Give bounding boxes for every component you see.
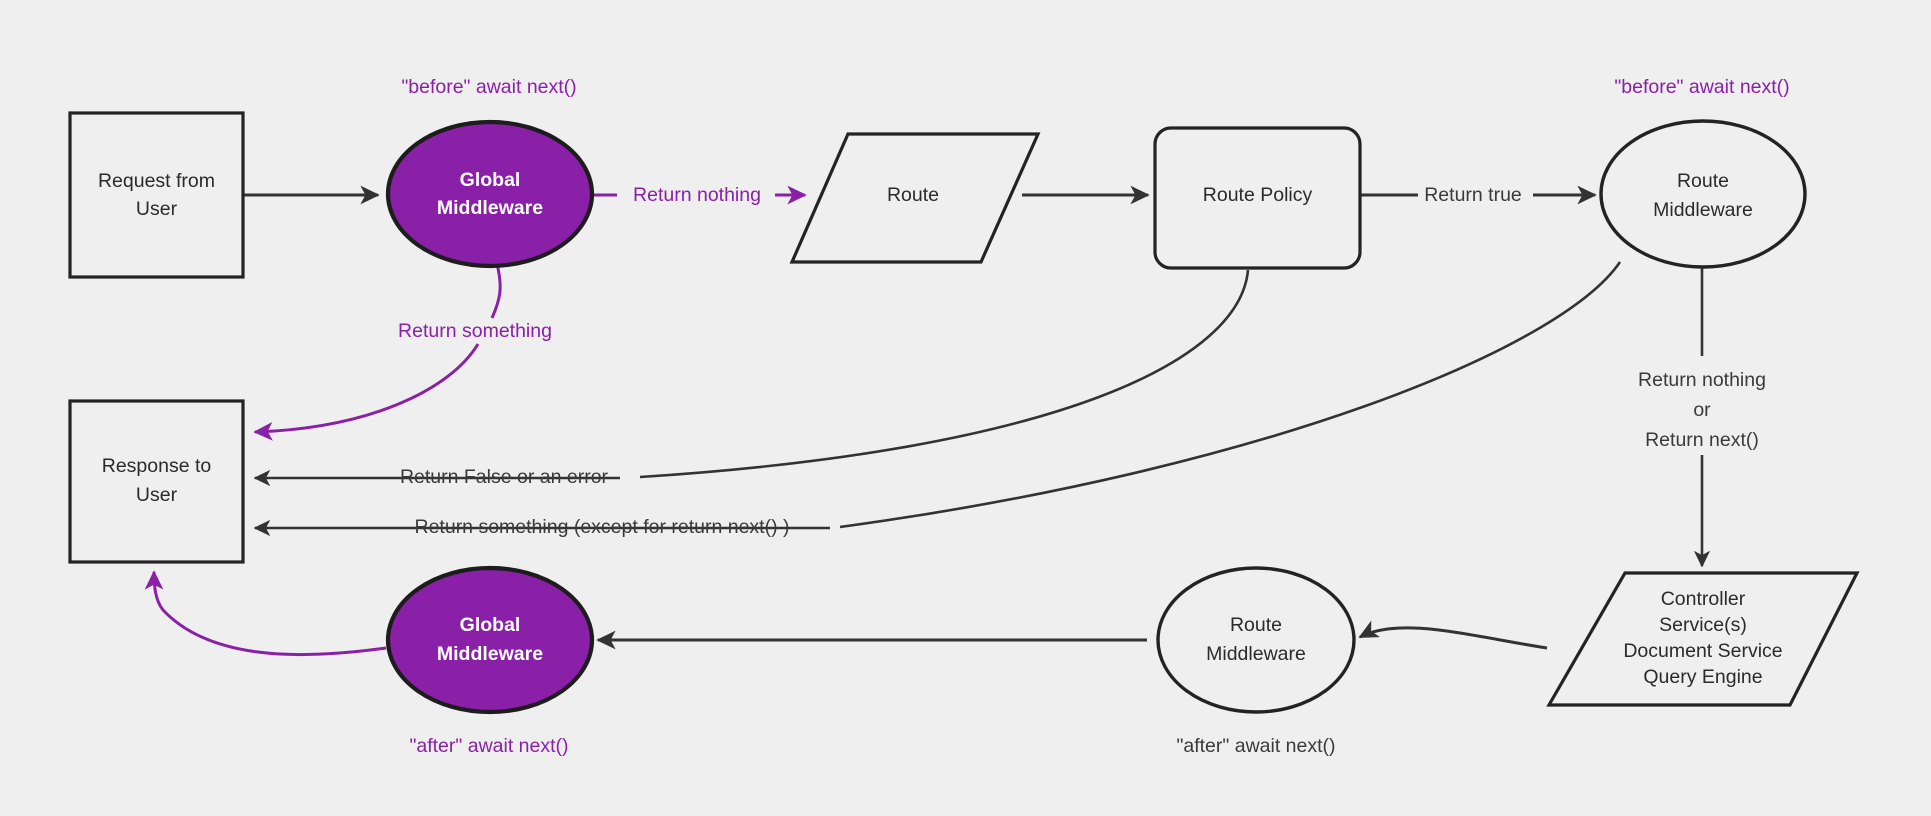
node-route-policy-label: Route Policy bbox=[1203, 184, 1313, 206]
node-controller-stack-label-line2: Service(s) bbox=[1659, 614, 1747, 636]
edge-global-return-something-stub bbox=[490, 263, 502, 319]
edge-label-return-false-or-error: Return False or an error bbox=[400, 466, 609, 488]
annotation-before-await-next-global: "before" await next() bbox=[401, 76, 576, 98]
node-route-middleware-after-label-line1: Route bbox=[1230, 614, 1282, 636]
node-route-middleware-before[interactable]: Route Middleware bbox=[1599, 119, 1807, 269]
node-route-middleware-before-label-line2: Middleware bbox=[1653, 199, 1753, 221]
node-route-middleware-after[interactable]: Route Middleware bbox=[1156, 566, 1356, 714]
node-controller-stack-label-line4: Query Engine bbox=[1643, 666, 1762, 688]
node-controller-stack[interactable]: Controller Service(s) Document Service Q… bbox=[1546, 571, 1860, 707]
node-global-middleware-before[interactable]: Global Middleware bbox=[385, 119, 595, 269]
node-route-middleware-before-label-line1: Route bbox=[1677, 170, 1729, 192]
annotation-before-await-next-route: "before" await next() bbox=[1614, 76, 1789, 98]
edge-label-route-mw-return-nothing: Return nothing bbox=[1638, 369, 1766, 391]
node-request-from-user-label-line2: User bbox=[136, 198, 178, 220]
node-response-to-user-label-line2: User bbox=[136, 484, 178, 506]
annotation-after-await-next-global: "after" await next() bbox=[409, 735, 568, 757]
node-global-middleware-before-label-line2: Middleware bbox=[437, 197, 543, 219]
node-controller-stack-label-line1: Controller bbox=[1661, 588, 1746, 610]
edge-route-policy-to-response-curve bbox=[639, 269, 1250, 479]
node-global-middleware-after[interactable]: Global Middleware bbox=[385, 565, 595, 715]
edge-global-after-to-response bbox=[144, 570, 387, 657]
edge-label-route-mw-or: or bbox=[1693, 399, 1711, 421]
node-global-middleware-before-label-line1: Global bbox=[460, 169, 521, 191]
node-response-to-user-label-line1: Response to bbox=[102, 455, 212, 477]
node-route-policy[interactable]: Route Policy bbox=[1153, 126, 1362, 270]
edge-route-middleware-to-response-curve bbox=[839, 261, 1622, 529]
node-request-from-user[interactable]: Request from User bbox=[68, 111, 245, 279]
edge-return-something-to-response bbox=[253, 343, 480, 441]
edge-label-return-something-global: Return something bbox=[398, 320, 552, 342]
edge-label-route-mw-return-next: Return next() bbox=[1645, 429, 1759, 451]
edge-label-return-nothing: Return nothing bbox=[633, 184, 761, 206]
node-route-label: Route bbox=[887, 184, 939, 206]
node-route-middleware-after-label-line2: Middleware bbox=[1206, 643, 1306, 665]
node-request-from-user-label-line1: Request from bbox=[98, 170, 215, 192]
node-global-middleware-after-label-line1: Global bbox=[460, 614, 521, 636]
node-controller-stack-label-line3: Document Service bbox=[1623, 640, 1782, 662]
node-response-to-user[interactable]: Response to User bbox=[68, 399, 245, 564]
node-global-middleware-after-label-line2: Middleware bbox=[437, 643, 543, 665]
annotation-after-await-next-route: "after" await next() bbox=[1176, 735, 1335, 757]
node-route[interactable]: Route bbox=[789, 132, 1041, 264]
edge-label-return-true: Return true bbox=[1424, 184, 1522, 206]
edge-label-return-something-except-next: Return something (except for return next… bbox=[415, 516, 790, 538]
edge-controller-to-route-middleware-after bbox=[1358, 620, 1548, 650]
